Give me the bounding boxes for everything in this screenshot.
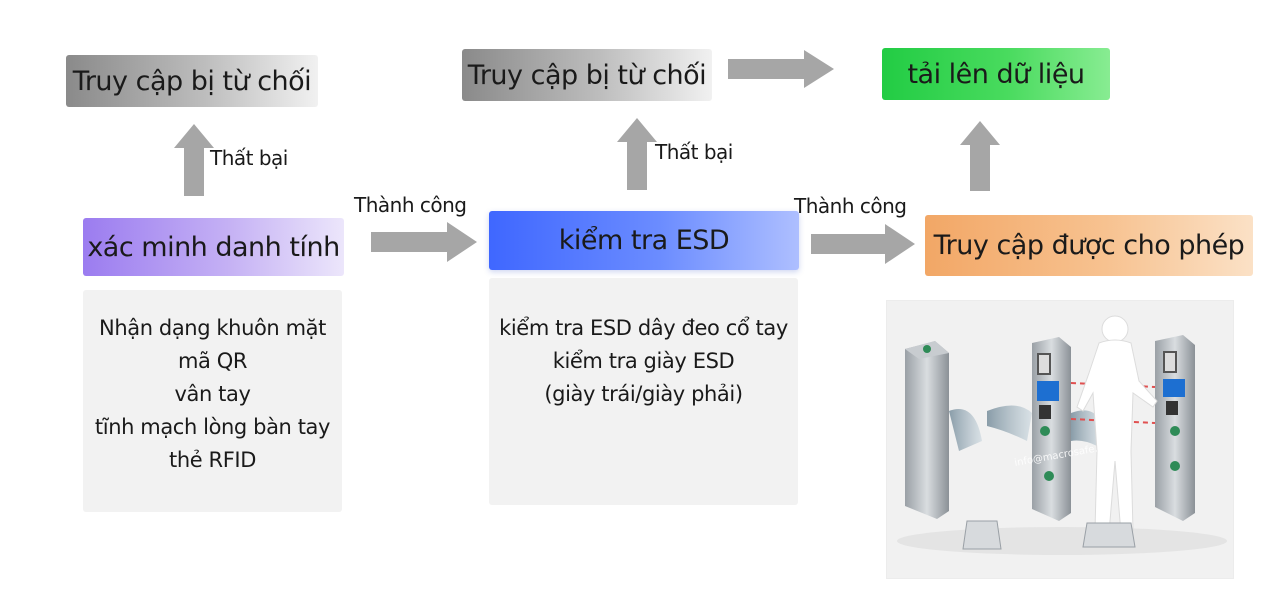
person-silhouette-icon xyxy=(1076,315,1158,534)
access-denied-middle-text: Truy cập bị từ chối xyxy=(467,59,707,91)
identity-verification-box: xác minh danh tính xyxy=(83,218,344,276)
esd-method-shoes: kiểm tra giày ESD xyxy=(552,349,735,373)
arrow-up-middle xyxy=(617,118,657,190)
identity-method-fingerprint: vân tay xyxy=(174,382,251,406)
esd-method-wrist-strap: kiểm tra ESD dây đeo cổ tay xyxy=(499,316,788,340)
esd-check-box: kiểm tra ESD xyxy=(489,211,799,270)
foot-plate-icon xyxy=(962,520,1136,550)
access-granted-text: Truy cập được cho phép xyxy=(933,230,1245,261)
arrow-up-left xyxy=(174,124,214,196)
turnstile-gate-photo: info@macrosafe.com xyxy=(886,300,1234,579)
identity-method-rfid: thẻ RFID xyxy=(169,448,256,472)
access-denied-box-left: Truy cập bị từ chối xyxy=(66,55,318,107)
success-label-left: Thành công xyxy=(354,193,467,217)
access-denied-left-text: Truy cập bị từ chối xyxy=(72,65,312,97)
arrow-right-identity-to-esd xyxy=(371,222,477,262)
esd-methods-panel: kiểm tra ESD dây đeo cổ tay kiểm tra già… xyxy=(489,278,798,505)
access-denied-box-middle: Truy cập bị từ chối xyxy=(462,49,712,101)
turnstile-gate-icon xyxy=(905,341,982,519)
esd-check-text: kiểm tra ESD xyxy=(558,225,730,256)
upload-data-box: tải lên dữ liệu xyxy=(882,48,1110,100)
identity-method-palm-vein: tĩnh mạch lòng bàn tay xyxy=(94,415,331,439)
turnstile-gate-illustration: info@macrosafe.com xyxy=(897,315,1227,555)
fail-label-middle: Thất bại xyxy=(655,140,733,164)
upload-data-text: tải lên dữ liệu xyxy=(907,58,1085,90)
access-granted-box: Truy cập được cho phép xyxy=(925,215,1253,276)
arrow-right-esd-to-granted xyxy=(811,224,915,264)
arrow-right-denied-to-upload xyxy=(728,50,834,88)
esd-method-shoes-note: (giày trái/giày phải) xyxy=(544,382,743,406)
identity-method-face: Nhận dạng khuôn mặt xyxy=(99,316,326,340)
success-label-right: Thành công xyxy=(794,194,907,218)
identity-method-qr: mã QR xyxy=(177,349,248,373)
arrow-up-right xyxy=(960,121,1000,191)
identity-methods-panel: Nhận dạng khuôn mặt mã QR vân tay tĩnh m… xyxy=(83,290,342,512)
fail-label-left: Thất bại xyxy=(210,146,288,170)
identity-verification-text: xác minh danh tính xyxy=(87,231,340,263)
